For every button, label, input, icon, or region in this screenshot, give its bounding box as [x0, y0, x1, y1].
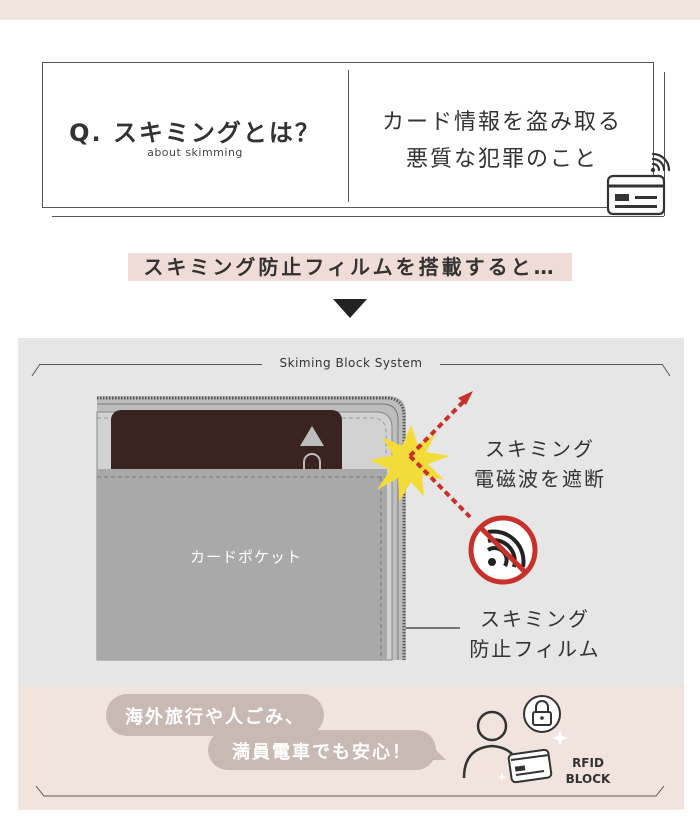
qbox-divider — [348, 70, 349, 202]
blocked-signal-arrow — [408, 391, 473, 519]
top-band — [0, 0, 700, 20]
system-title-line-right — [440, 364, 662, 365]
system-title: Skiming Block System — [279, 356, 423, 370]
sparkle-icon — [497, 730, 568, 782]
qbox-shadow-bottom — [52, 216, 664, 217]
zipper — [97, 396, 406, 660]
speech-bubble-1 — [106, 694, 324, 736]
answer-line-1: カード情報を盗み取る — [381, 110, 622, 135]
answer-line-2: 悪質な犯罪のこと — [405, 147, 598, 172]
card-icon — [606, 152, 671, 216]
lock-icon — [523, 695, 561, 733]
film-label-line-1: スキミング — [480, 607, 590, 631]
rfid-line-2: BLOCK — [565, 772, 611, 786]
card-triangle-mark — [300, 426, 324, 446]
qbox-shadow-right — [664, 72, 665, 216]
wifi-icon — [650, 152, 671, 173]
speech-bubble-2 — [208, 730, 436, 770]
film-label-line-2: 防止フィルム — [469, 637, 601, 661]
triangle-down-icon — [333, 299, 367, 318]
rfid-block-label: RFID BLOCK — [562, 755, 614, 787]
block-label-line-1: スキミング — [485, 437, 595, 461]
pocket-label: カードポケット — [189, 548, 302, 566]
question-title: Q. スキミングとは？ — [69, 119, 321, 147]
bubble-1-text: 海外旅行や人ごみ、 — [125, 707, 305, 728]
bubble-2-text: 満員電車でも安心！ — [232, 742, 412, 763]
system-title-line-left — [40, 364, 262, 365]
headline: スキミング防止フィルムを搭載すると… — [143, 255, 557, 279]
rfid-line-1: RFID — [572, 756, 604, 770]
headline-highlight — [128, 253, 572, 281]
burst-icon — [370, 425, 450, 502]
question-subtitle: about skimming — [147, 146, 243, 159]
no-signal-icon — [468, 515, 538, 585]
card-pocket — [97, 469, 387, 660]
block-label-line-2: 電磁波を遮断 — [474, 467, 606, 491]
card-icon — [507, 748, 553, 784]
